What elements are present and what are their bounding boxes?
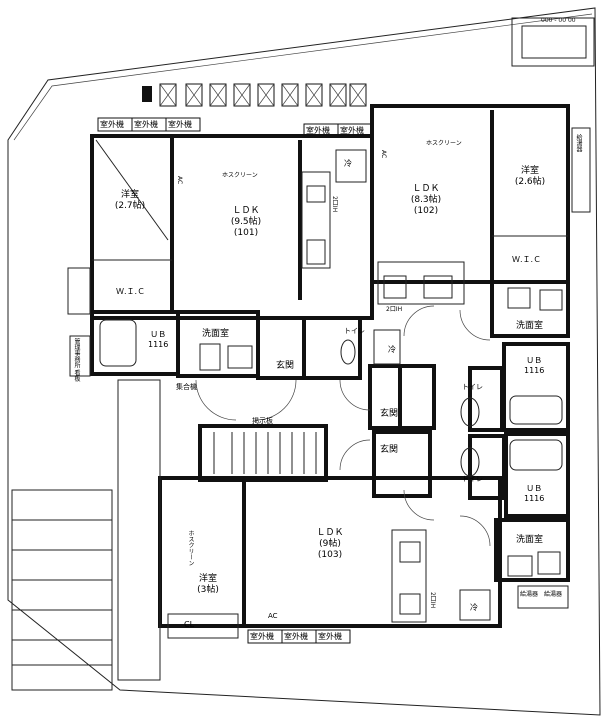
unit-103-western: 洋室 (3帖)	[188, 574, 228, 596]
ub-101: ＵＢ 1116	[148, 330, 168, 350]
notice-board-label: 掲示板	[252, 417, 273, 425]
unit-102-ldk: ＬＤＫ (8.3帖) (102)	[396, 184, 456, 217]
unit-103-ldk: ＬＤＫ (9帖) (103)	[300, 528, 360, 561]
stove-101: 2口IH	[331, 196, 338, 213]
admin-notice-label: 管理事務所 看板	[73, 338, 80, 382]
unit-102-western: 洋室 (2.6帖)	[506, 166, 554, 188]
ldk-size: (8.3帖)	[410, 195, 442, 205]
outdoor-unit-label: 室外機	[168, 120, 192, 129]
outdoor-units-bottom	[247, 629, 351, 644]
ub-size: 1116	[524, 366, 545, 375]
ldk-label: ＬＤＫ	[412, 184, 440, 194]
washroom-103: 洗面室	[516, 535, 544, 545]
stove-103: 2口IH	[429, 592, 436, 609]
outdoor-unit-label: 室外機	[134, 120, 158, 129]
entrance-102: 玄関	[380, 409, 399, 419]
svg-text:000 - 00 00: 000 - 00 00	[541, 17, 576, 24]
water-heaters-bottom	[517, 585, 569, 609]
outdoor-unit-label: 室外機	[306, 126, 330, 135]
site-boundary	[7, 7, 601, 716]
equipment-box	[511, 17, 595, 67]
clothesline-101: ホスクリーン	[222, 172, 258, 179]
washroom-101: 洗面室	[202, 329, 230, 339]
ub-103: ＵＢ 1116	[524, 484, 544, 504]
western-room-label: 洋室	[520, 166, 539, 176]
clothesline-102: ホスクリーン	[426, 140, 462, 147]
water-heater-label: 給湯器	[544, 591, 563, 598]
ldk-label: ＬＤＫ	[316, 528, 344, 538]
outdoor-unit-label: 室外機	[318, 632, 342, 641]
door-swings	[195, 305, 491, 547]
bike-parking-row	[142, 83, 367, 107]
ldk-size: (9帖)	[319, 539, 341, 549]
toilet-103: トイレ	[462, 475, 483, 483]
western-room-size: (2.6帖)	[514, 177, 546, 187]
fridge-103: 冷	[470, 603, 478, 612]
unit-101-western: 洋室 (2.7帖)	[108, 190, 152, 212]
outdoor-units-top-left	[97, 117, 373, 138]
ac-102: AC	[380, 150, 387, 159]
western-room-size: (2.7帖)	[114, 201, 146, 211]
water-heaters-right	[571, 127, 591, 213]
ldk-label: ＬＤＫ	[232, 206, 260, 216]
outdoor-unit-label: 室外機	[250, 632, 274, 641]
western-room-label: 洋室	[120, 190, 139, 200]
unit-102-walls	[368, 104, 570, 432]
unit-103-walls	[158, 430, 570, 639]
unit-number: (103)	[317, 550, 343, 560]
closet-103: CL	[184, 620, 195, 629]
washroom-102: 洗面室	[516, 321, 544, 331]
entrance-101: 玄関	[276, 361, 295, 371]
unit-number: (102)	[413, 206, 439, 216]
stove-102: 2口IH	[386, 306, 403, 313]
corridor	[117, 379, 161, 681]
outdoor-unit-label: 室外機	[100, 120, 124, 129]
unit-number: (101)	[233, 228, 259, 238]
admin-board	[67, 267, 91, 315]
unit-101-wet	[90, 310, 362, 380]
wic-102: Ｗ.Ｉ.Ｃ	[512, 255, 542, 264]
mailbox-label: 集合機	[176, 383, 197, 391]
water-heater-label: 給湯器	[575, 134, 582, 152]
outdoor-unit-label: 室外機	[284, 632, 308, 641]
ac-103: AC	[268, 612, 278, 620]
ub-label: ＵＢ	[150, 330, 167, 339]
clothesline-103: ホスクリーン	[187, 530, 194, 566]
water-heater-label: 給湯器	[520, 591, 539, 598]
toilet-101: トイレ	[344, 327, 365, 335]
fridge-101: 冷	[344, 159, 352, 168]
ac-101: AC	[176, 176, 183, 185]
ub-label: ＵＢ	[526, 356, 543, 365]
ub-102: ＵＢ 1116	[524, 356, 544, 376]
ub-size: 1116	[524, 494, 545, 503]
toilet-102: トイレ	[462, 383, 483, 391]
western-room-size: (3帖)	[197, 585, 219, 595]
unit-101-ldk: ＬＤＫ (9.5帖) (101)	[216, 206, 276, 239]
ldk-size: (9.5帖)	[230, 217, 262, 227]
stairs	[198, 424, 328, 482]
ub-size: 1116	[148, 340, 169, 349]
ub-label: ＵＢ	[526, 484, 543, 493]
fridge-102: 冷	[388, 345, 396, 354]
outdoor-unit-label: 室外機	[340, 126, 364, 135]
western-room-label: 洋室	[198, 574, 217, 584]
parking-area	[11, 489, 113, 691]
wic-101: Ｗ.Ｉ.Ｃ	[116, 287, 146, 296]
entrance-103: 玄関	[380, 445, 399, 455]
